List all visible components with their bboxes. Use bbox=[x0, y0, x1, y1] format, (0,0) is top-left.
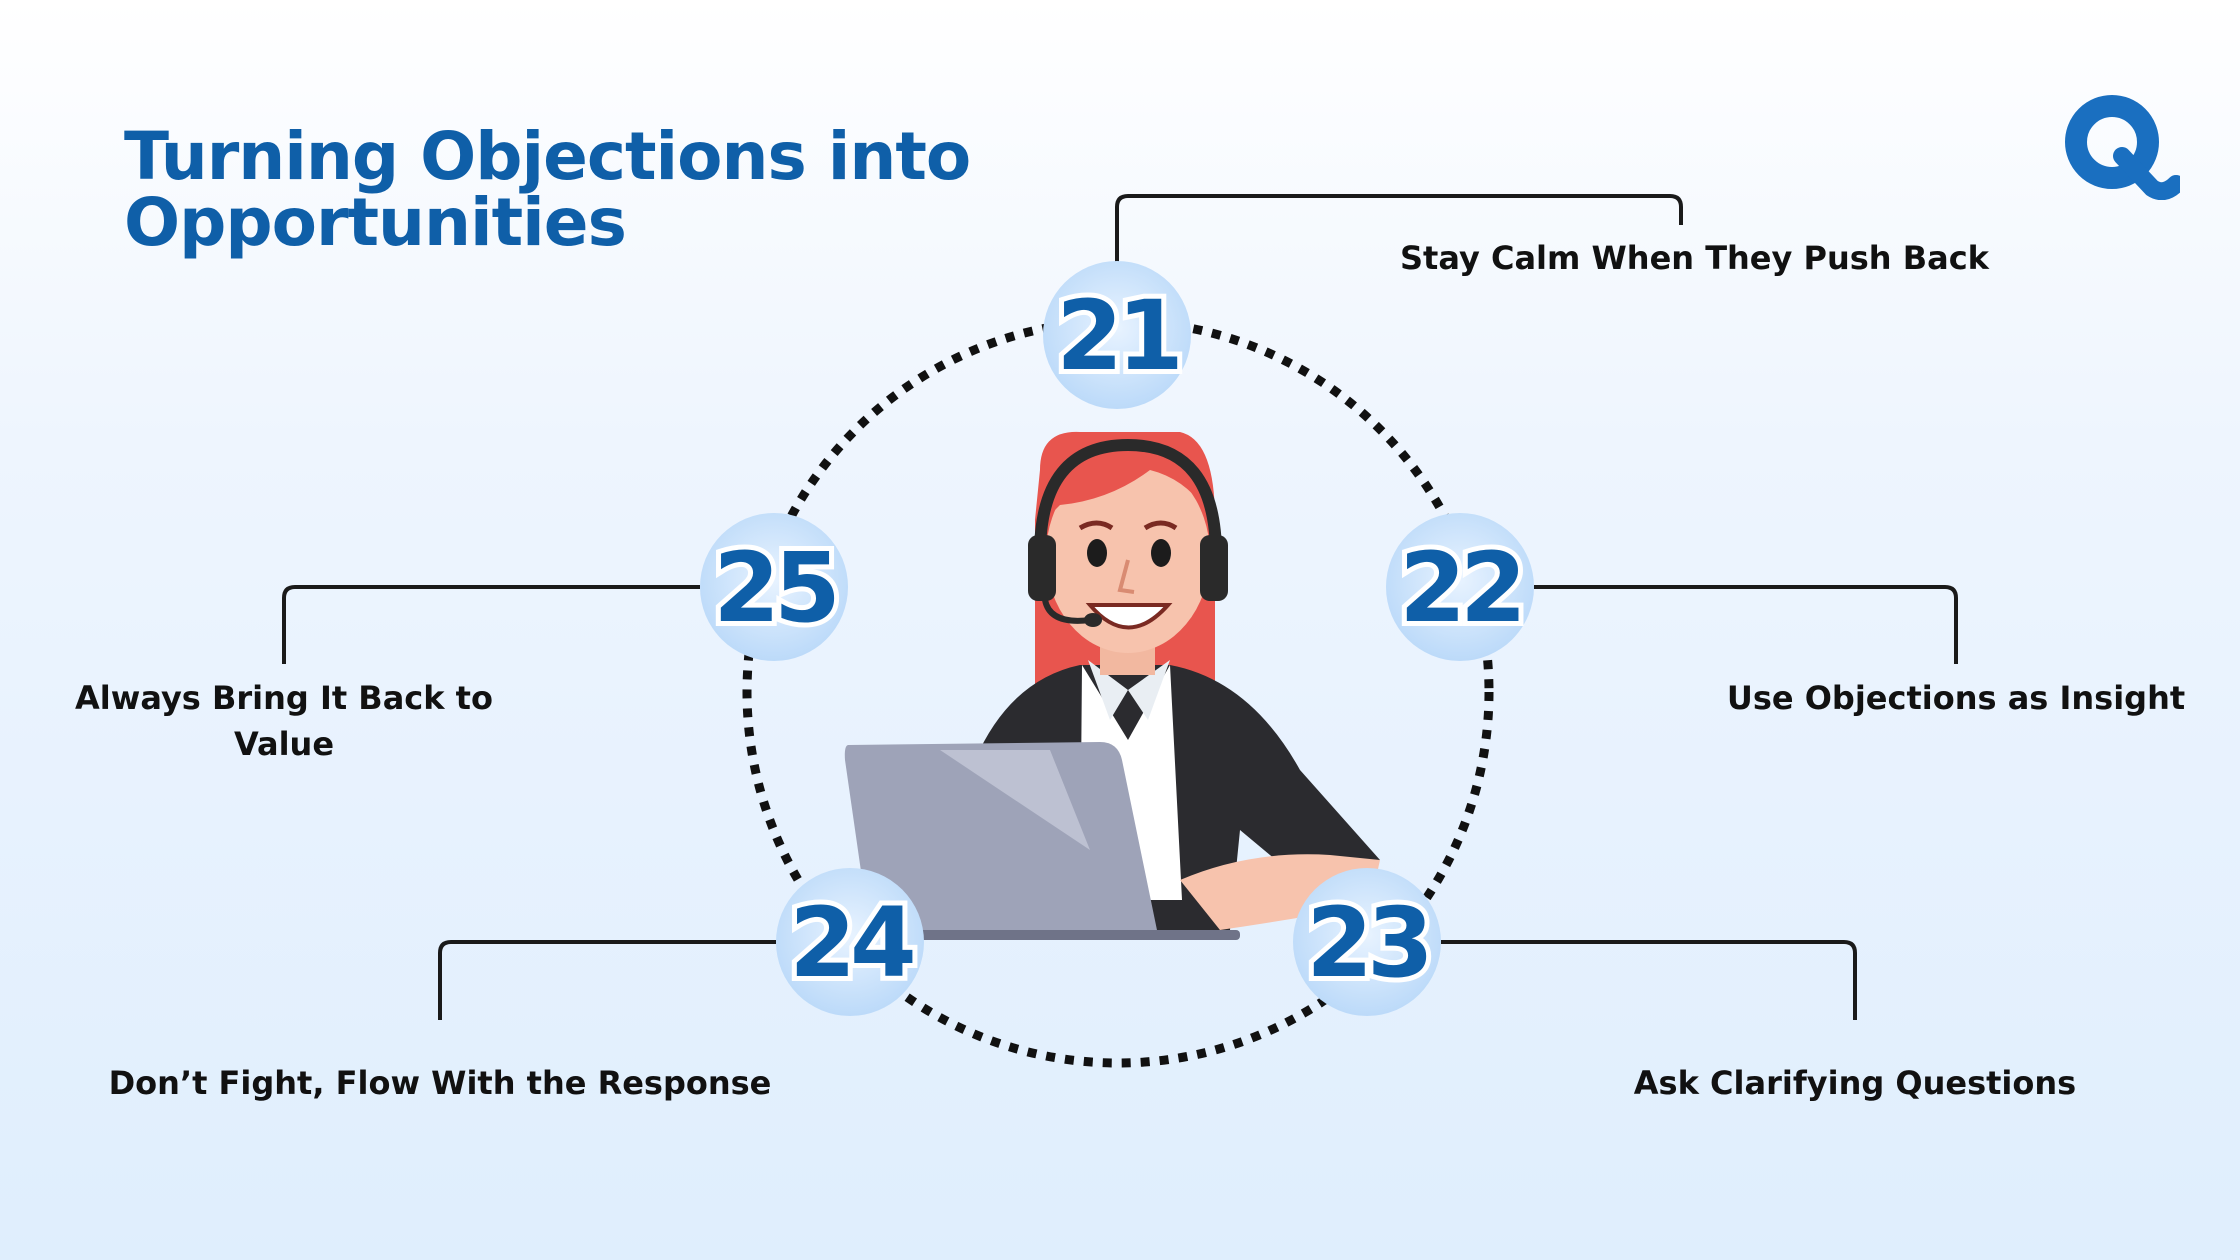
step-label-21: Stay Calm When They Push Back bbox=[1400, 239, 1989, 277]
step-badge-22 bbox=[1386, 513, 1534, 661]
step-label-24: Don’t Fight, Flow With the Response bbox=[108, 1064, 772, 1102]
step-number-25: 25 bbox=[713, 532, 835, 644]
step-number-24: 24 bbox=[789, 887, 913, 999]
step-badge-24 bbox=[776, 868, 924, 1016]
page-title-line-2: Opportunities bbox=[124, 184, 627, 261]
step-badge-23 bbox=[1293, 868, 1441, 1016]
step-number-21: 21 bbox=[1056, 280, 1178, 392]
connector-23 bbox=[1441, 940, 1857, 1020]
q-logo-icon bbox=[2065, 95, 2180, 200]
step-number-22: 22 bbox=[1399, 532, 1521, 644]
connector-22 bbox=[1534, 585, 1958, 664]
step-label-23: Ask Clarifying Questions bbox=[1633, 1064, 2077, 1102]
connector-25 bbox=[282, 585, 700, 664]
step-label-25-line-1: Always Bring It Back to bbox=[75, 679, 493, 717]
step-badge-21 bbox=[1043, 261, 1191, 409]
step-badge-25 bbox=[700, 513, 848, 661]
step-label-22: Use Objections as Insight bbox=[1726, 679, 2186, 717]
connector-lines bbox=[282, 194, 1958, 1020]
step-label-25-line-2: Value bbox=[233, 725, 335, 763]
step-label-25: Always Bring It Back to Value bbox=[44, 675, 524, 767]
connector-21 bbox=[1115, 194, 1683, 262]
page-title-line-1: Turning Objections into bbox=[124, 118, 971, 195]
connector-24 bbox=[438, 940, 776, 1020]
step-number-23: 23 bbox=[1306, 887, 1428, 999]
dotted-ring bbox=[742, 316, 1494, 1068]
support-agent-with-headset-and-laptop-icon bbox=[844, 431, 1380, 940]
page-title: Turning Objections into Opportunities bbox=[124, 124, 1024, 256]
